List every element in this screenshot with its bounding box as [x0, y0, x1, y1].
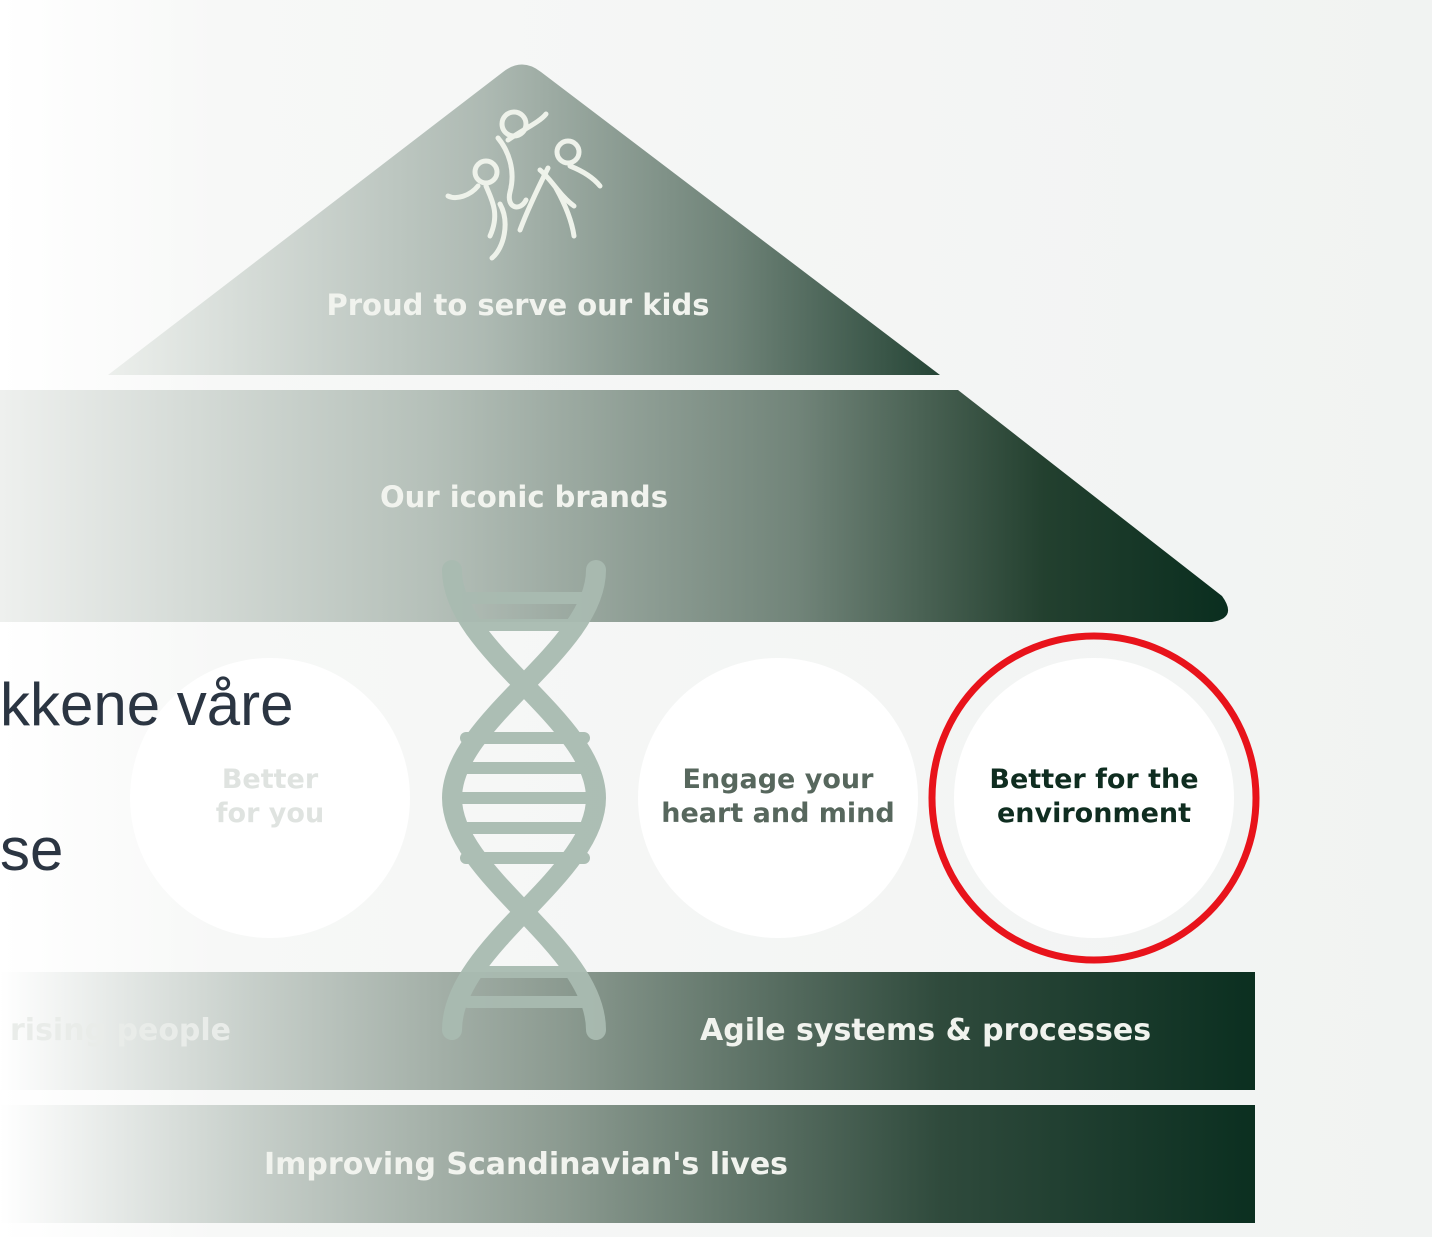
pillar-engage-line1: Engage your	[682, 764, 874, 795]
foundation-band	[0, 972, 1255, 1090]
pillar-circle-engage	[638, 658, 918, 938]
brands-label: Our iconic brands	[380, 480, 668, 514]
pillar-environment-line2: environment	[996, 798, 1192, 829]
pillar-environment-line1: Better for the	[989, 764, 1199, 795]
pillar-better-for-you: Better for you	[170, 763, 370, 831]
highlight-ring	[928, 632, 1260, 964]
brands-band	[0, 390, 1229, 622]
pillar-circle-environment	[954, 658, 1234, 938]
pillar-engage: Engage your heart and mind	[648, 763, 908, 831]
base-band	[0, 1105, 1255, 1223]
pillar-environment: Better for the environment	[964, 763, 1224, 831]
pillar-better-for-you-line2: for you	[215, 798, 325, 829]
foundation-left-label: rising people	[10, 1013, 232, 1048]
foundation-right-label: Agile systems & processes	[700, 1013, 1152, 1048]
dna-helix-icon	[441, 560, 607, 1040]
pillar-circle-better-for-you	[130, 658, 410, 938]
pillar-engage-line2: heart and mind	[661, 798, 895, 829]
roof-label: Proud to serve our kids	[326, 288, 710, 322]
pillar-better-for-you-line1: Better	[221, 764, 319, 795]
slide-text-line1: kkene våre	[0, 671, 294, 738]
base-label: Improving Scandinavian's lives	[264, 1147, 789, 1182]
slide-text-line2: se	[0, 816, 64, 883]
dancing-kids-icon	[445, 109, 603, 261]
